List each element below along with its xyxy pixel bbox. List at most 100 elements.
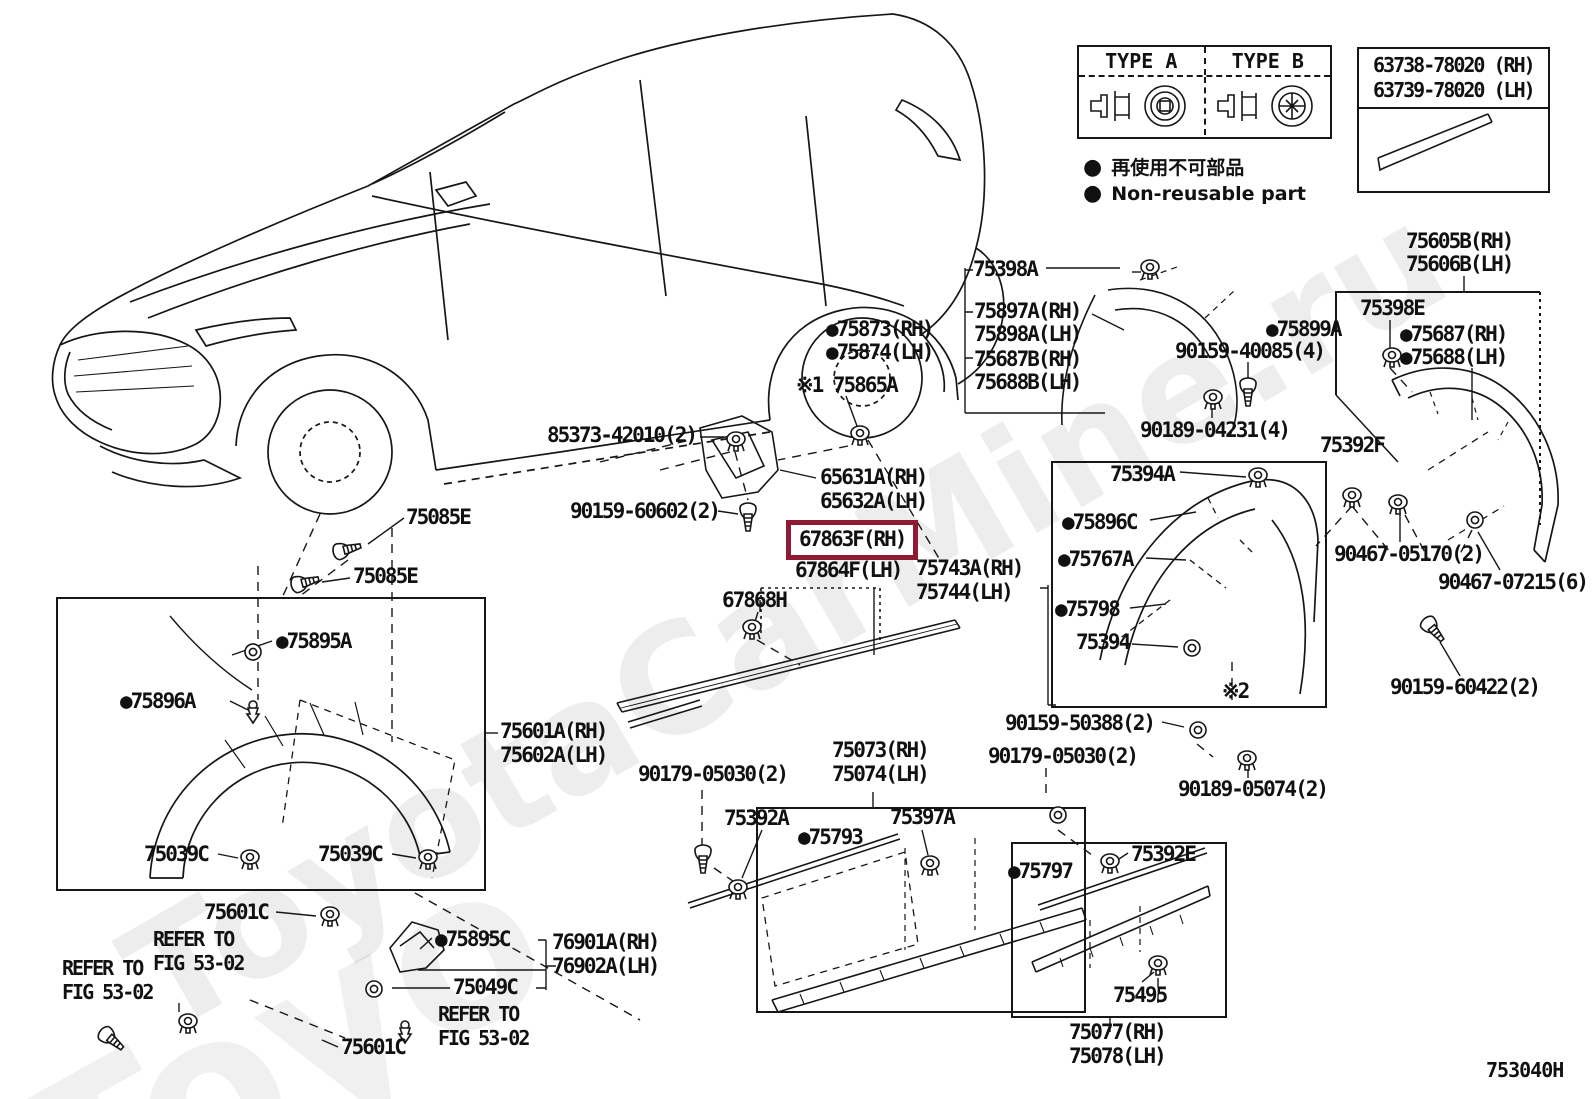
- part-75797[interactable]: ●75797: [1008, 859, 1074, 883]
- part-75767A[interactable]: ●75767A: [1058, 547, 1135, 571]
- clip-icon: [1237, 750, 1257, 771]
- part-90179-05030-l[interactable]: 90179-05030(2): [638, 762, 789, 786]
- clip-icon: [742, 619, 762, 640]
- note2-in-box: ※2: [1222, 679, 1250, 703]
- part-76902A[interactable]: 76902A(LH): [552, 954, 660, 978]
- clip-icon: [726, 431, 746, 452]
- part-75605B[interactable]: 75605B(RH): [1406, 229, 1514, 253]
- part-75874[interactable]: ●75874(LH): [826, 340, 934, 364]
- part-75078[interactable]: 75078(LH): [1069, 1044, 1167, 1068]
- part-75895A[interactable]: ●75895A: [276, 629, 353, 653]
- note2-part-box: 63738-78020 (RH) 63739-78020 (LH): [1357, 47, 1550, 193]
- part-75392E[interactable]: 75392E: [1131, 842, 1197, 866]
- rocker-detail-box-2: [1011, 842, 1227, 1018]
- part-75896A[interactable]: ●75896A: [120, 689, 197, 713]
- part-75687[interactable]: ●75687(RH): [1400, 322, 1508, 346]
- screw-icon: [94, 1023, 129, 1056]
- part-90189-04231[interactable]: 90189-04231(4): [1140, 418, 1291, 442]
- part-75865A[interactable]: ※1 75865A: [796, 373, 899, 397]
- part-65632A[interactable]: 65632A(LH): [820, 489, 928, 513]
- front-arch-detail-box: [56, 597, 486, 891]
- part-63738-78020[interactable]: 63738-78020 (RH): [1373, 53, 1536, 77]
- part-75039C-1[interactable]: 75039C: [144, 842, 210, 866]
- part-75398A[interactable]: 75398A: [973, 257, 1039, 281]
- fastener-icons: [94, 259, 1484, 1056]
- part-75687B[interactable]: 75687B(RH): [974, 347, 1082, 371]
- part-90159-40085[interactable]: 90159-40085(4): [1175, 339, 1326, 363]
- note2-strip-art: [1377, 113, 1493, 172]
- rear-arch-moulding-art: [1099, 478, 1319, 695]
- part-67864F[interactable]: 67864F(LH): [795, 558, 903, 582]
- part-75895C[interactable]: ●75895C: [435, 927, 512, 951]
- quarter-moulding-art: [1060, 265, 1238, 436]
- part-75077[interactable]: 75077(RH): [1069, 1020, 1167, 1044]
- sill-strip-art: [616, 587, 961, 729]
- part-75074[interactable]: 75074(LH): [832, 762, 930, 786]
- clip-icon: [418, 849, 438, 870]
- part-90159-60602[interactable]: 90159-60602(2): [570, 499, 721, 523]
- part-75601C-1[interactable]: 75601C: [204, 900, 270, 924]
- part-75744[interactable]: 75744(LH): [916, 580, 1014, 604]
- part-75085E-1[interactable]: 75085E: [406, 505, 472, 529]
- part-85373-42010[interactable]: 85373-42010(2): [547, 423, 698, 447]
- rear-flare-detail-box: [1335, 291, 1540, 395]
- part-75601A[interactable]: 75601A(RH): [500, 719, 608, 743]
- non-reusable-bullet-icon: ●: [1083, 181, 1103, 206]
- part-75073[interactable]: 75073(RH): [832, 738, 930, 762]
- part-90467-07215[interactable]: 90467-07215(6): [1438, 570, 1589, 594]
- type-a-clip-icon: [1079, 77, 1206, 135]
- screw-icon: [330, 537, 364, 562]
- clip-icon: [178, 1013, 198, 1034]
- part-75743A[interactable]: 75743A(RH): [916, 556, 1024, 580]
- clip-icon: [1382, 347, 1402, 368]
- part-75899A[interactable]: ●75899A: [1266, 317, 1343, 341]
- leader-lines: [217, 267, 1501, 1048]
- part-75896C[interactable]: ●75896C: [1062, 510, 1139, 534]
- part-75398E[interactable]: 75398E: [1360, 296, 1426, 320]
- part-63739-78020[interactable]: 63739-78020 (LH): [1373, 78, 1536, 102]
- part-75049C[interactable]: 75049C: [453, 975, 519, 999]
- part-90179-05030-r[interactable]: 90179-05030(2): [988, 744, 1139, 768]
- part-76901A[interactable]: 76901A(RH): [552, 930, 660, 954]
- part-75392A[interactable]: 75392A: [724, 806, 790, 830]
- part-75897A[interactable]: 75897A(RH): [974, 299, 1082, 323]
- clip-icon: [1342, 487, 1362, 508]
- part-75873[interactable]: ●75873(RH): [826, 317, 934, 341]
- detail-boxes: [56, 291, 1541, 1018]
- part-67868H[interactable]: 67868H: [722, 588, 788, 612]
- part-90467-05170[interactable]: 90467-05170(2): [1334, 542, 1485, 566]
- clip-icon: [1100, 853, 1120, 874]
- part-75085E-2[interactable]: 75085E: [353, 564, 419, 588]
- grommet-icon: [365, 980, 383, 998]
- rocker-panel-art: [687, 833, 1087, 1013]
- part-75898A[interactable]: 75898A(LH): [974, 322, 1082, 346]
- part-75688B[interactable]: 75688B(LH): [974, 370, 1082, 394]
- part-75793[interactable]: ●75793: [798, 825, 864, 849]
- part-90189-05074[interactable]: 90189-05074(2): [1178, 777, 1329, 801]
- clip-icon: [1140, 259, 1160, 280]
- part-75601C-2[interactable]: 75601C: [341, 1035, 407, 1059]
- screw-icon: [739, 502, 757, 532]
- part-75397A[interactable]: 75397A: [890, 805, 956, 829]
- screw-icon: [1417, 612, 1450, 647]
- part-90159-60422[interactable]: 90159-60422(2): [1390, 675, 1541, 699]
- part-75394A[interactable]: 75394A: [1110, 462, 1176, 486]
- grommet-icon: [1189, 721, 1207, 739]
- part-67863F[interactable]: 67863F(RH): [786, 520, 919, 560]
- part-75039C-2[interactable]: 75039C: [318, 842, 384, 866]
- clip-type-table: TYPE A TYPE B: [1077, 45, 1332, 139]
- part-75392F[interactable]: 75392F: [1320, 433, 1386, 457]
- part-90159-50388[interactable]: 90159-50388(2): [1005, 711, 1156, 735]
- part-75688[interactable]: ●75688(LH): [1400, 345, 1508, 369]
- part-65631A[interactable]: 65631A(RH): [820, 465, 928, 489]
- part-75606B[interactable]: 75606B(LH): [1406, 252, 1514, 276]
- clip-icon: [1388, 494, 1408, 515]
- part-75798[interactable]: ●75798: [1055, 597, 1121, 621]
- legend-jp: 再使用不可部品: [1111, 157, 1245, 179]
- part-75495[interactable]: 75495: [1113, 983, 1168, 1007]
- part-75602A[interactable]: 75602A(LH): [500, 743, 608, 767]
- clip-icon: [320, 906, 340, 927]
- part-75394[interactable]: 75394: [1076, 630, 1131, 654]
- clip-icon: [1248, 467, 1268, 488]
